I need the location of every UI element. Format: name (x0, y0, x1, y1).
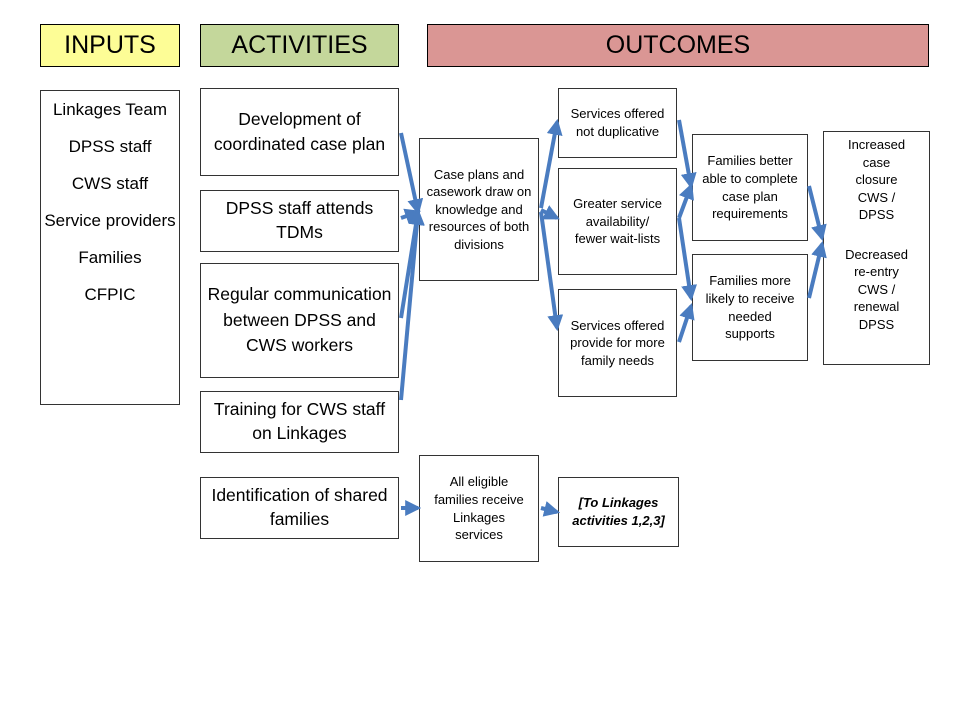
inputs-header: INPUTS (40, 24, 180, 67)
outcome-label: Greater service availability/ fewer wait… (573, 196, 662, 247)
arrow (677, 119, 697, 190)
activities-header: ACTIVITIES (200, 24, 399, 67)
activity-training: Training for CWS staff on Linkages (200, 391, 399, 453)
inputs-box: Linkages Team DPSS staff CWS staff Servi… (40, 90, 180, 405)
arrow (539, 118, 563, 209)
outcomes-header: OUTCOMES (427, 24, 929, 67)
outcome-label: [To Linkages activities 1,2,3] (572, 494, 665, 528)
arrow (677, 302, 695, 343)
activity-identification: Identification of shared families (200, 477, 399, 539)
input-item: CWS staff (71, 173, 149, 193)
arrow (807, 240, 827, 299)
outcome-more-likely: Families more likely to receive needed s… (692, 254, 808, 361)
activity-dpss-tdms: DPSS staff attends TDMs (200, 190, 399, 252)
outcome-reentry: Decreased re-entry CWS / renewal DPSS (845, 246, 908, 332)
input-item: Service providers (44, 210, 176, 230)
outcome-better-able: Families better able to complete case pl… (692, 134, 808, 241)
outcome-not-duplicative: Services offered not duplicative (558, 88, 677, 158)
input-item: DPSS staff (68, 136, 152, 156)
activity-regular-communication: Regular communication between DPSS and C… (200, 263, 399, 378)
arrow (677, 183, 694, 219)
arrow (399, 132, 424, 216)
activity-label: DPSS staff attends TDMs (225, 198, 374, 242)
outcome-label: Services offered provide for more family… (570, 317, 665, 368)
input-item: CFPIC (84, 284, 136, 304)
arrow (399, 208, 425, 401)
outcome-label: All eligible families receive Linkages s… (434, 474, 524, 543)
arrow-group (399, 118, 827, 517)
input-item: Linkages Team (52, 100, 168, 119)
activity-label: Regular communication between DPSS and C… (207, 284, 392, 356)
outcome-final-box: Increased case closure CWS / DPSS Decrea… (823, 131, 930, 365)
activity-coordinated-case-plan: Development of coordinated case plan (200, 88, 399, 176)
outcome-eligible-families: All eligible families receive Linkages s… (419, 455, 539, 562)
outcome-label: Services offered not duplicative (570, 106, 665, 139)
outcome-availability: Greater service availability/ fewer wait… (558, 168, 677, 275)
activity-label: Identification of shared families (211, 485, 388, 529)
outcome-label: Families more likely to receive needed s… (705, 273, 795, 342)
outcome-case-plans: Case plans and casework draw on knowledg… (419, 138, 539, 281)
outcome-label: Families better able to complete case pl… (702, 153, 798, 222)
arrow (539, 211, 564, 332)
arrow (677, 217, 698, 302)
activity-label: Training for CWS staff on Linkages (213, 399, 386, 443)
arrow (540, 501, 561, 517)
outcome-closure: Increased case closure CWS / DPSS (847, 137, 906, 223)
arrow (540, 205, 560, 220)
outcome-family-needs: Services offered provide for more family… (558, 289, 677, 397)
activity-label: Development of coordinated case plan (213, 108, 386, 154)
arrow (807, 185, 827, 242)
outcome-to-linkages: [To Linkages activities 1,2,3] (558, 477, 679, 547)
input-item: Families (78, 247, 142, 267)
outcome-label: Case plans and casework draw on knowledg… (426, 166, 532, 252)
